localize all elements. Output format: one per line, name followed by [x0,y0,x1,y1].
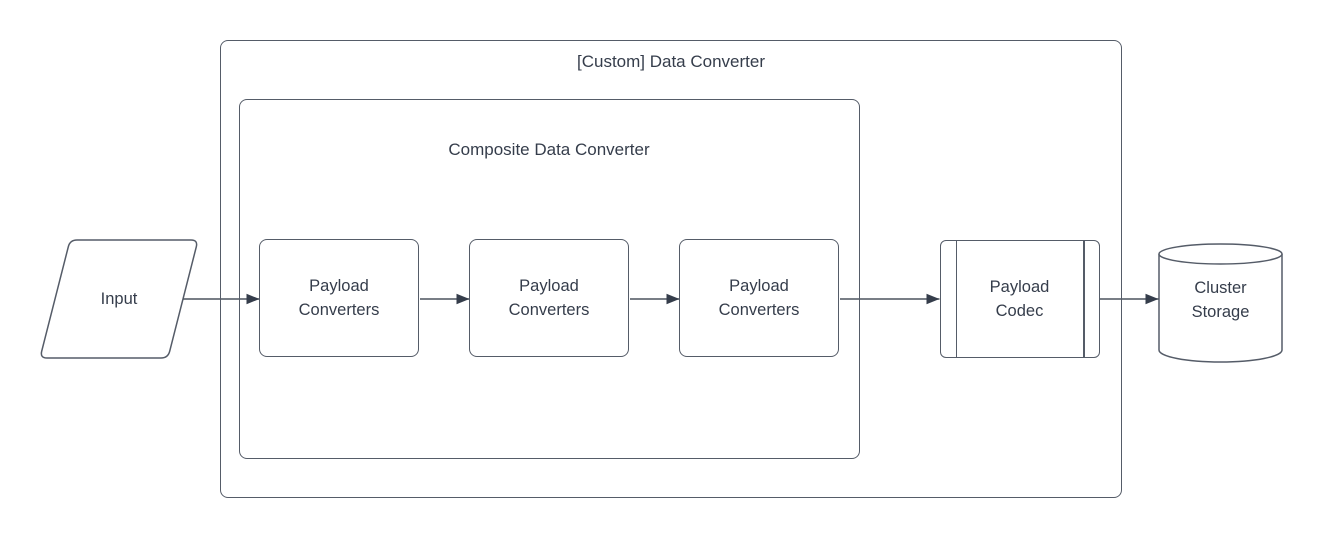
payload-converters-3-label: Payload Converters [680,240,838,356]
cluster-storage-node: Cluster Storage [1159,248,1282,352]
payload-converters-2-label: Payload Converters [470,240,628,356]
payload-converters-3-line1: Payload [729,277,789,295]
payload-converters-node-2: Payload Converters [469,239,629,357]
payload-converters-node-1: Payload Converters [259,239,419,357]
payload-codec-label: Payload Codec [941,241,1099,357]
composite-data-converter-container: Composite Data Converter Payload Convert… [238,98,860,459]
cluster-storage-label: Cluster Storage [1159,248,1282,352]
payload-codec-line1: Payload [989,277,1050,296]
input-label: Input [100,290,138,308]
payload-converters-1-label: Payload Converters [260,240,418,356]
input-shape [40,239,198,359]
payload-converters-3-line2: Converters [718,301,800,319]
composite-data-converter-title: Composite Data Converter [448,139,650,159]
codec-right-bar [1083,240,1085,357]
custom-data-converter-container: [Custom] Data Converter Composite Data C… [220,40,1122,498]
cluster-storage-shape [1158,243,1283,363]
payload-converters-2-line2: Converters [508,301,590,319]
payload-codec-node: Payload Codec [939,239,1100,358]
cluster-storage-line2: Storage [1191,303,1250,321]
payload-converters-2-line1: Payload [519,277,579,295]
payload-converters-1-line1: Payload [309,277,369,295]
cluster-storage-line1: Cluster [1194,279,1247,297]
input-node: Input [40,240,198,358]
codec-left-bar [955,240,957,357]
custom-data-converter-title: [Custom] Data Converter [576,52,765,71]
payload-converters-1-line2: Converters [298,301,380,319]
payload-converters-node-3: Payload Converters [679,239,839,357]
payload-codec-line2: Codec [995,301,1044,320]
